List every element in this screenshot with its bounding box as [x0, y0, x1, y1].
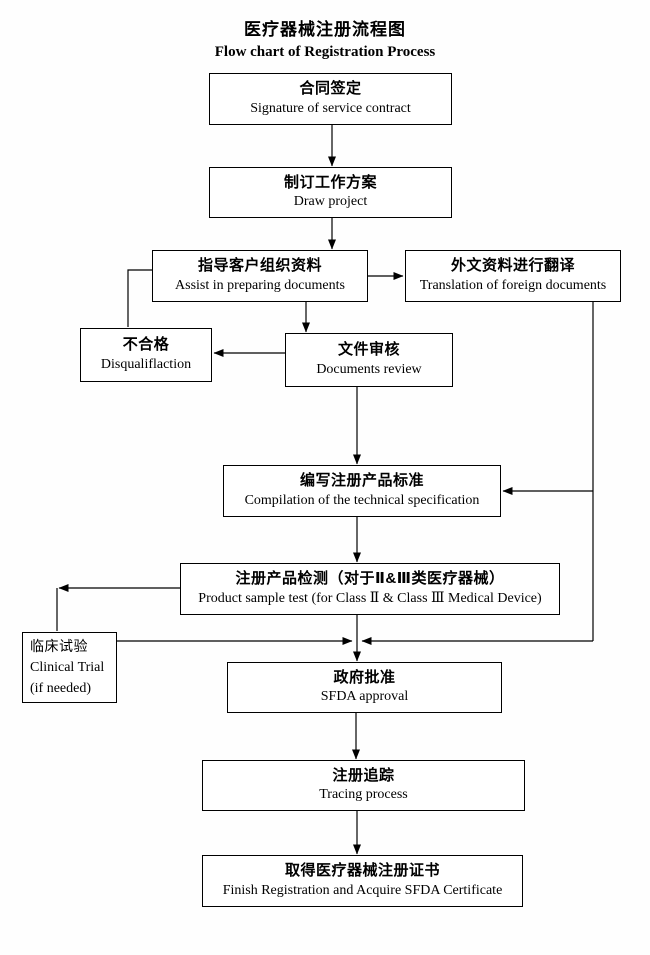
page-title-en: Flow chart of Registration Process	[214, 44, 436, 60]
node-approval-en: SFDA approval	[320, 689, 409, 705]
node-sfda-approval: 政府批准 SFDA approval	[227, 662, 502, 713]
node-contract-zh: 合同签定	[299, 80, 362, 98]
node-contract: 合同签定 Signature of service contract	[209, 73, 452, 125]
node-tracing: 注册追踪 Tracing process	[202, 760, 525, 811]
node-contract-en: Signature of service contract	[250, 100, 411, 116]
node-prepare-documents: 指导客户组织资料 Assist in preparing documents	[152, 250, 368, 302]
node-translation-zh: 外文资料进行翻译	[450, 257, 575, 275]
node-approval-zh: 政府批准	[333, 668, 396, 686]
node-clinical-trial: 临床试验 Clinical Trial (if needed)	[22, 632, 117, 703]
node-review-zh: 文件审核	[337, 341, 400, 359]
node-translation: 外文资料进行翻译 Translation of foreign document…	[405, 250, 621, 302]
node-sample-test-en: Product sample test (for Class Ⅱ & Class…	[198, 590, 542, 606]
node-compilation: 编写注册产品标准 Compilation of the technical sp…	[223, 465, 501, 517]
node-compilation-en: Compilation of the technical specificati…	[244, 492, 480, 508]
node-disqualified-zh: 不合格	[122, 336, 170, 354]
node-prepare-en: Assist in preparing documents	[175, 277, 345, 293]
node-certificate-en: Finish Registration and Acquire SFDA Cer…	[222, 882, 503, 898]
node-certificate: 取得医疗器械注册证书 Finish Registration and Acqui…	[202, 855, 523, 907]
node-disqualified-en: Disqualiflaction	[100, 356, 192, 372]
node-tracing-en: Tracing process	[319, 787, 408, 803]
node-project: 制订工作方案 Draw project	[209, 167, 452, 218]
node-clinical-zh: 临床试验	[30, 638, 88, 654]
node-documents-review: 文件审核 Documents review	[285, 333, 453, 387]
node-disqualified: 不合格 Disqualiflaction	[80, 328, 212, 382]
node-tracing-zh: 注册追踪	[332, 766, 395, 784]
node-project-en: Draw project	[293, 194, 368, 210]
page-title-zh: 医疗器械注册流程图	[244, 20, 406, 39]
node-translation-en: Translation of foreign documents	[419, 277, 607, 293]
node-sample-test: 注册产品检测（对于Ⅱ&Ⅲ类医疗器械） Product sample test (…	[180, 563, 560, 615]
node-project-zh: 制订工作方案	[283, 173, 377, 191]
node-clinical-en: Clinical Trial	[30, 660, 105, 675]
connector-disqualified-prepare	[127, 269, 152, 327]
node-certificate-zh: 取得医疗器械注册证书	[284, 862, 440, 880]
node-review-en: Documents review	[316, 361, 422, 377]
page-title: 医疗器械注册流程图 Flow chart of Registration Pro…	[0, 15, 650, 61]
node-clinical-note: (if needed)	[30, 681, 92, 696]
node-compilation-zh: 编写注册产品标准	[299, 472, 424, 490]
node-prepare-zh: 指导客户组织资料	[197, 257, 322, 275]
node-sample-test-zh: 注册产品检测（对于Ⅱ&Ⅲ类医疗器械）	[235, 570, 505, 588]
